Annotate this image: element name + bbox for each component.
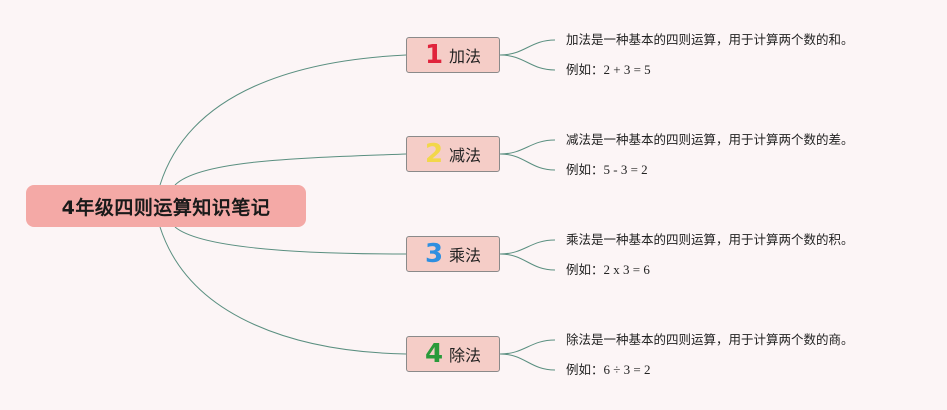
- connector-branch-4-leaf-desc: [499, 339, 556, 355]
- branch-division[interactable]: 4 除法: [406, 336, 500, 372]
- leaf-subtraction-example[interactable]: 例如：5 - 3 = 2: [566, 162, 648, 177]
- connector-root-branch-2: [174, 153, 407, 186]
- leaf-division-example[interactable]: 例如：6 ÷ 3 = 2: [566, 362, 651, 377]
- leaf-multiplication-example[interactable]: 例如：2 x 3 = 6: [566, 262, 650, 277]
- connector-root-branch-3: [174, 226, 407, 255]
- branch-label: 乘法: [449, 246, 482, 265]
- branch-multiplication[interactable]: 3 乘法: [406, 236, 500, 272]
- leaf-addition-example[interactable]: 例如：2 + 3 = 5: [566, 62, 651, 77]
- number-badge-3: 3: [424, 239, 444, 269]
- connector-branch-3-leaf-desc: [499, 239, 556, 255]
- number-badge-1: 1: [424, 40, 444, 70]
- connector-branch-2-leaf-desc: [499, 139, 556, 155]
- root-topic[interactable]: 4年级四则运算知识笔记: [26, 185, 306, 227]
- leaf-division-description[interactable]: 除法是一种基本的四则运算，用于计算两个数的商。: [566, 332, 854, 347]
- connector-branch-4-leaf-example: [499, 353, 556, 371]
- leaf-subtraction-description[interactable]: 减法是一种基本的四则运算，用于计算两个数的差。: [566, 132, 854, 147]
- leaf-addition-description[interactable]: 加法是一种基本的四则运算，用于计算两个数的和。: [566, 32, 854, 47]
- branch-label: 减法: [449, 146, 482, 165]
- connector-branch-1-leaf-desc: [499, 39, 556, 56]
- connector-root-branch-4: [159, 226, 407, 355]
- connector-branch-3-leaf-example: [499, 253, 556, 271]
- number-badge-4: 4: [424, 339, 444, 369]
- root-topic-title: 4年级四则运算知识笔记: [61, 196, 271, 219]
- connector-branch-1-leaf-example: [499, 54, 556, 71]
- branch-label: 除法: [449, 346, 482, 365]
- number-badge-2: 2: [424, 139, 444, 169]
- connector-branch-2-leaf-example: [499, 153, 556, 171]
- connector-root-branch-1: [159, 54, 407, 186]
- branch-subtraction[interactable]: 2 减法: [406, 136, 500, 172]
- branch-addition[interactable]: 1 加法: [406, 37, 500, 73]
- branch-label: 加法: [449, 47, 482, 66]
- leaf-multiplication-description[interactable]: 乘法是一种基本的四则运算，用于计算两个数的积。: [566, 232, 854, 247]
